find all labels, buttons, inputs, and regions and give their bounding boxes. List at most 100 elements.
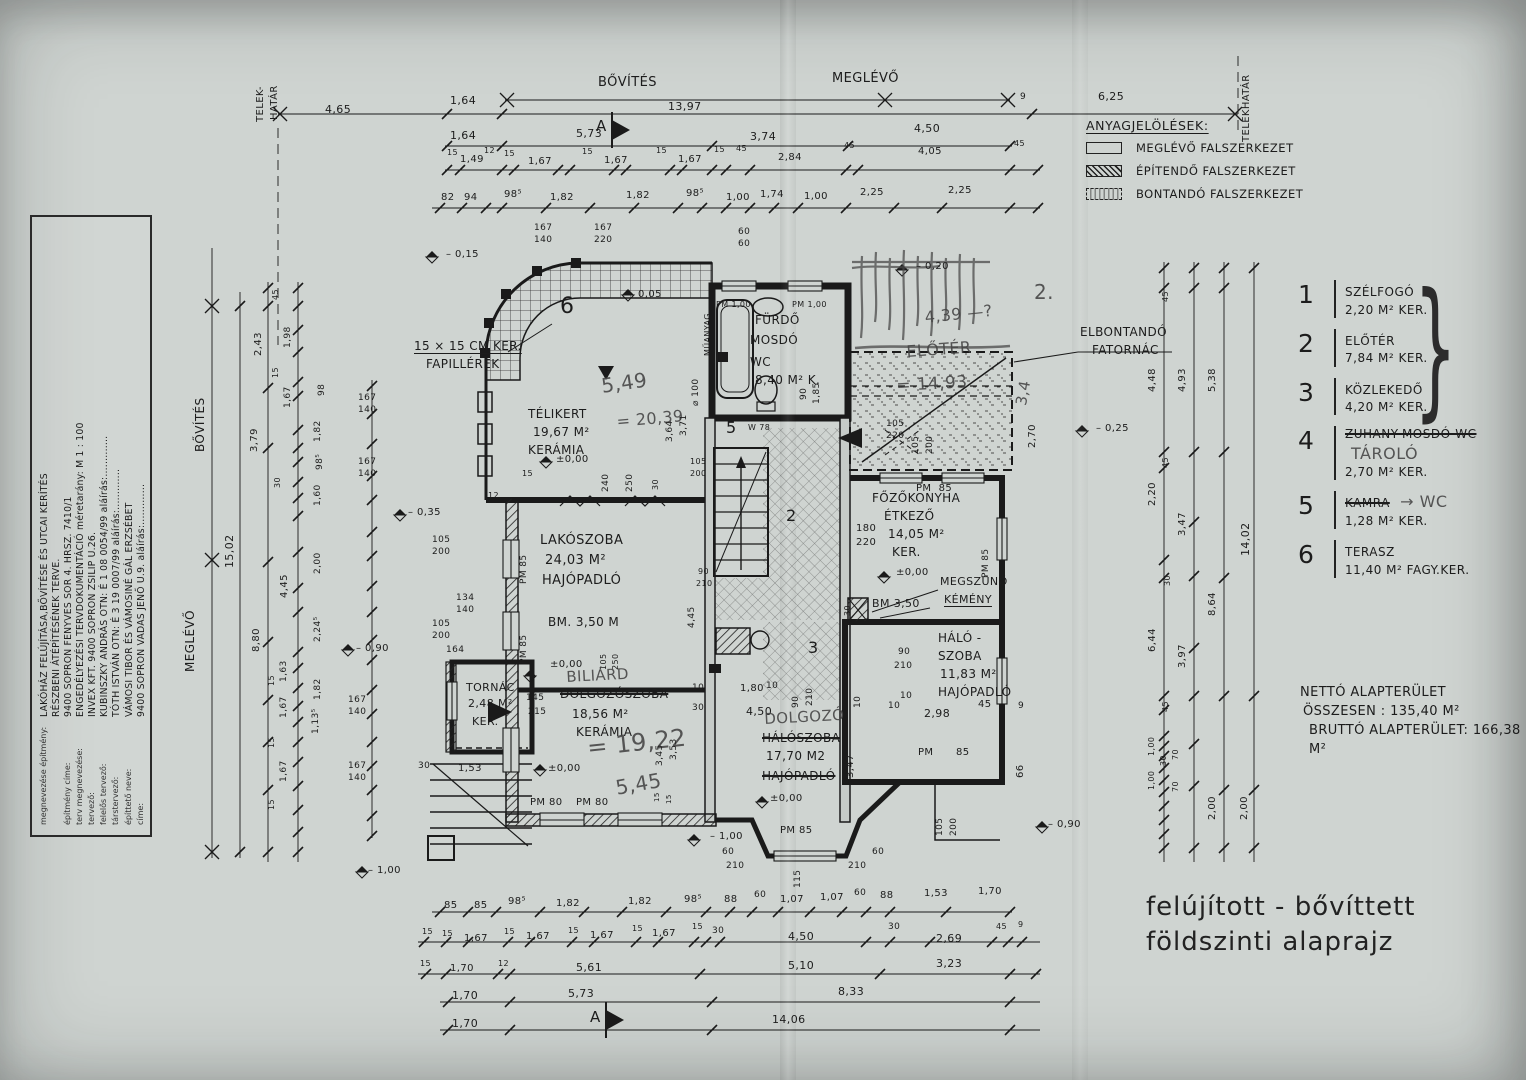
dim-label: 30 (418, 761, 431, 771)
dim-label: 1,00 (726, 192, 750, 203)
dim-label: ÉTKEZŐ (884, 509, 935, 523)
dim-label: 220 (886, 431, 905, 441)
dim-label: 45 (978, 699, 992, 710)
dim-label: 2,70 (1027, 424, 1038, 448)
dim-label: 19,67 M² (533, 425, 590, 439)
dim-label: PM 85 (916, 483, 953, 494)
dim-label: 4,50 (788, 930, 815, 943)
dim-label: 1,67 (283, 386, 293, 408)
room-number: 4 (1298, 426, 1314, 456)
dim-label: 15 (714, 145, 725, 154)
dim-label: 85 (444, 900, 458, 911)
room-number: 2 (1298, 328, 1314, 358)
dim-label: 140 (534, 235, 553, 245)
dim-label: 9 (1018, 701, 1025, 711)
room-number: 5 (1298, 491, 1314, 521)
dim-label: 167 (348, 761, 367, 771)
dim-label: PM 80 (530, 797, 563, 808)
legend-label: MEGLÉVŐ FALSZERKEZET (1136, 141, 1294, 155)
room-label-lakoszoba: LAKÓSZOBA (540, 533, 624, 548)
dim-label: 70 (1171, 749, 1180, 760)
dim-label: 85 (474, 900, 488, 911)
dim-label: 2,25 (860, 187, 884, 198)
dim-label: 5,61 (576, 961, 603, 974)
dim-label: 15 (267, 737, 276, 748)
dim-label: 3,45 (655, 744, 665, 766)
bathroom-fixtures (709, 297, 869, 673)
dim-label: 30 (843, 605, 852, 616)
dim-label: 12 (488, 491, 499, 500)
dim-label: 210 (848, 861, 867, 871)
dim-label: 1,00 (1147, 770, 1156, 790)
dim-label: 15 (522, 469, 533, 478)
room-schedule-item: 1 SZÉLFOGÓ 2,20 M² KER. (1298, 280, 1498, 318)
dim-label: 1,70 (450, 963, 474, 974)
dim-label: 45 (996, 922, 1007, 931)
dim-label: 1,70 (452, 1017, 479, 1030)
room-name: SZÉLFOGÓ (1345, 285, 1415, 299)
dim-label: 90 (698, 567, 709, 576)
dim-label: 1,67 (528, 156, 552, 167)
dim-label: 15 (267, 799, 276, 810)
dim-label: 2,20 (1147, 482, 1158, 506)
dim-label: 115 (793, 869, 803, 888)
dim-label: 3,97 (1177, 644, 1188, 668)
dim-label: 250 (625, 473, 635, 492)
dim-label: 2,00 (1239, 796, 1250, 820)
dim-label: 10 (853, 695, 863, 708)
dim-label: PM 85 (519, 554, 529, 584)
dim-label: 200 (949, 817, 959, 836)
dim-label: 200 (925, 435, 935, 454)
room-note-handwritten: → WC (1400, 492, 1448, 512)
dim-label: 12 (484, 146, 495, 155)
dim-label: 3,74 (750, 130, 777, 143)
dim-label: 14,06 (772, 1013, 806, 1026)
dim-label: FAPILLÉREK (426, 357, 500, 371)
dim-label: ⌀ 100 (691, 378, 701, 406)
dim-label: 3,71 (679, 414, 689, 436)
room-number-2: 2 (786, 506, 797, 525)
dim-label: 6,44 (1147, 628, 1158, 652)
dim-label: 4,05 (918, 146, 942, 157)
gross-area-total: BRUTTÓ ALAPTERÜLET: 166,38 M² (1309, 722, 1521, 757)
dim-label: 3,53 (669, 738, 679, 760)
title-block-label: megnevezése építmény: (39, 726, 48, 825)
dim-label: 15 (447, 148, 458, 157)
dim-label: PM 80 (576, 797, 609, 808)
title-block-row: felelős tervező: KUBINSZKY ANDRÁS OTN: É… (99, 225, 111, 825)
dim-label: 4,65 (325, 103, 352, 116)
dim-label: – 0,25 (1096, 423, 1129, 434)
dim-label: 2,48 M² (468, 697, 513, 710)
dim-label: 98⁵ (504, 189, 522, 200)
dim-label: HATÁR (269, 85, 280, 120)
dim-label: 15 (504, 149, 515, 158)
room-schedule: 1 SZÉLFOGÓ 2,20 M² KER. 2 ELŐTÉR 7,84 M²… (1298, 280, 1498, 589)
dim-label: 45 (1161, 291, 1170, 302)
title-block-row: RÉSZBENI ÁTÉPÍTÉSÉNEK TERVE. (51, 225, 63, 825)
room-schedule-item: 6 TERASZ 11,40 M² FAGY.KER. (1298, 540, 1498, 578)
section-label-meglevo: MEGLÉVŐ (832, 71, 899, 86)
dimension-lines (204, 56, 1260, 1036)
room-label-telikert: TÉLIKERT (528, 407, 587, 421)
title-block-value: 9400 SOPRON VADAS JENŐ U.9. aláírás:....… (135, 483, 147, 717)
dim-label: 2,00 (313, 552, 323, 574)
room-note-handwritten: TÁROLÓ (1351, 443, 1419, 463)
title-block-rows: megnevezése építmény: LAKÓHÁZ FELÚJÍTÁSA… (36, 219, 148, 831)
dim-label: 5,38 (1207, 368, 1218, 392)
dim-label: 98⁵ (508, 896, 526, 907)
title-block-row: megnevezése építmény: LAKÓHÁZ FELÚJÍTÁSA… (39, 225, 51, 825)
room-number: 6 (1298, 540, 1314, 570)
dim-label: 98⁵ (315, 453, 325, 470)
section-label-bovites: BŐVÍTÉS (598, 75, 657, 90)
title-block-row: építmény címe: 9400 SOPRON FENYVES SOR 4… (63, 225, 75, 825)
room-number-6: 6 (560, 294, 575, 319)
dim-label: 3,64 (665, 420, 675, 442)
staircase (713, 447, 769, 577)
dim-label: 8,64 (1207, 592, 1218, 616)
dim-label: 4,50 (914, 122, 941, 135)
room-number: 1 (1298, 280, 1314, 309)
room-label-fozokonyha: FŐZŐKONYHA (872, 491, 961, 505)
dim-label: 5,49 (599, 367, 649, 398)
dim-label: 210 (805, 687, 815, 706)
